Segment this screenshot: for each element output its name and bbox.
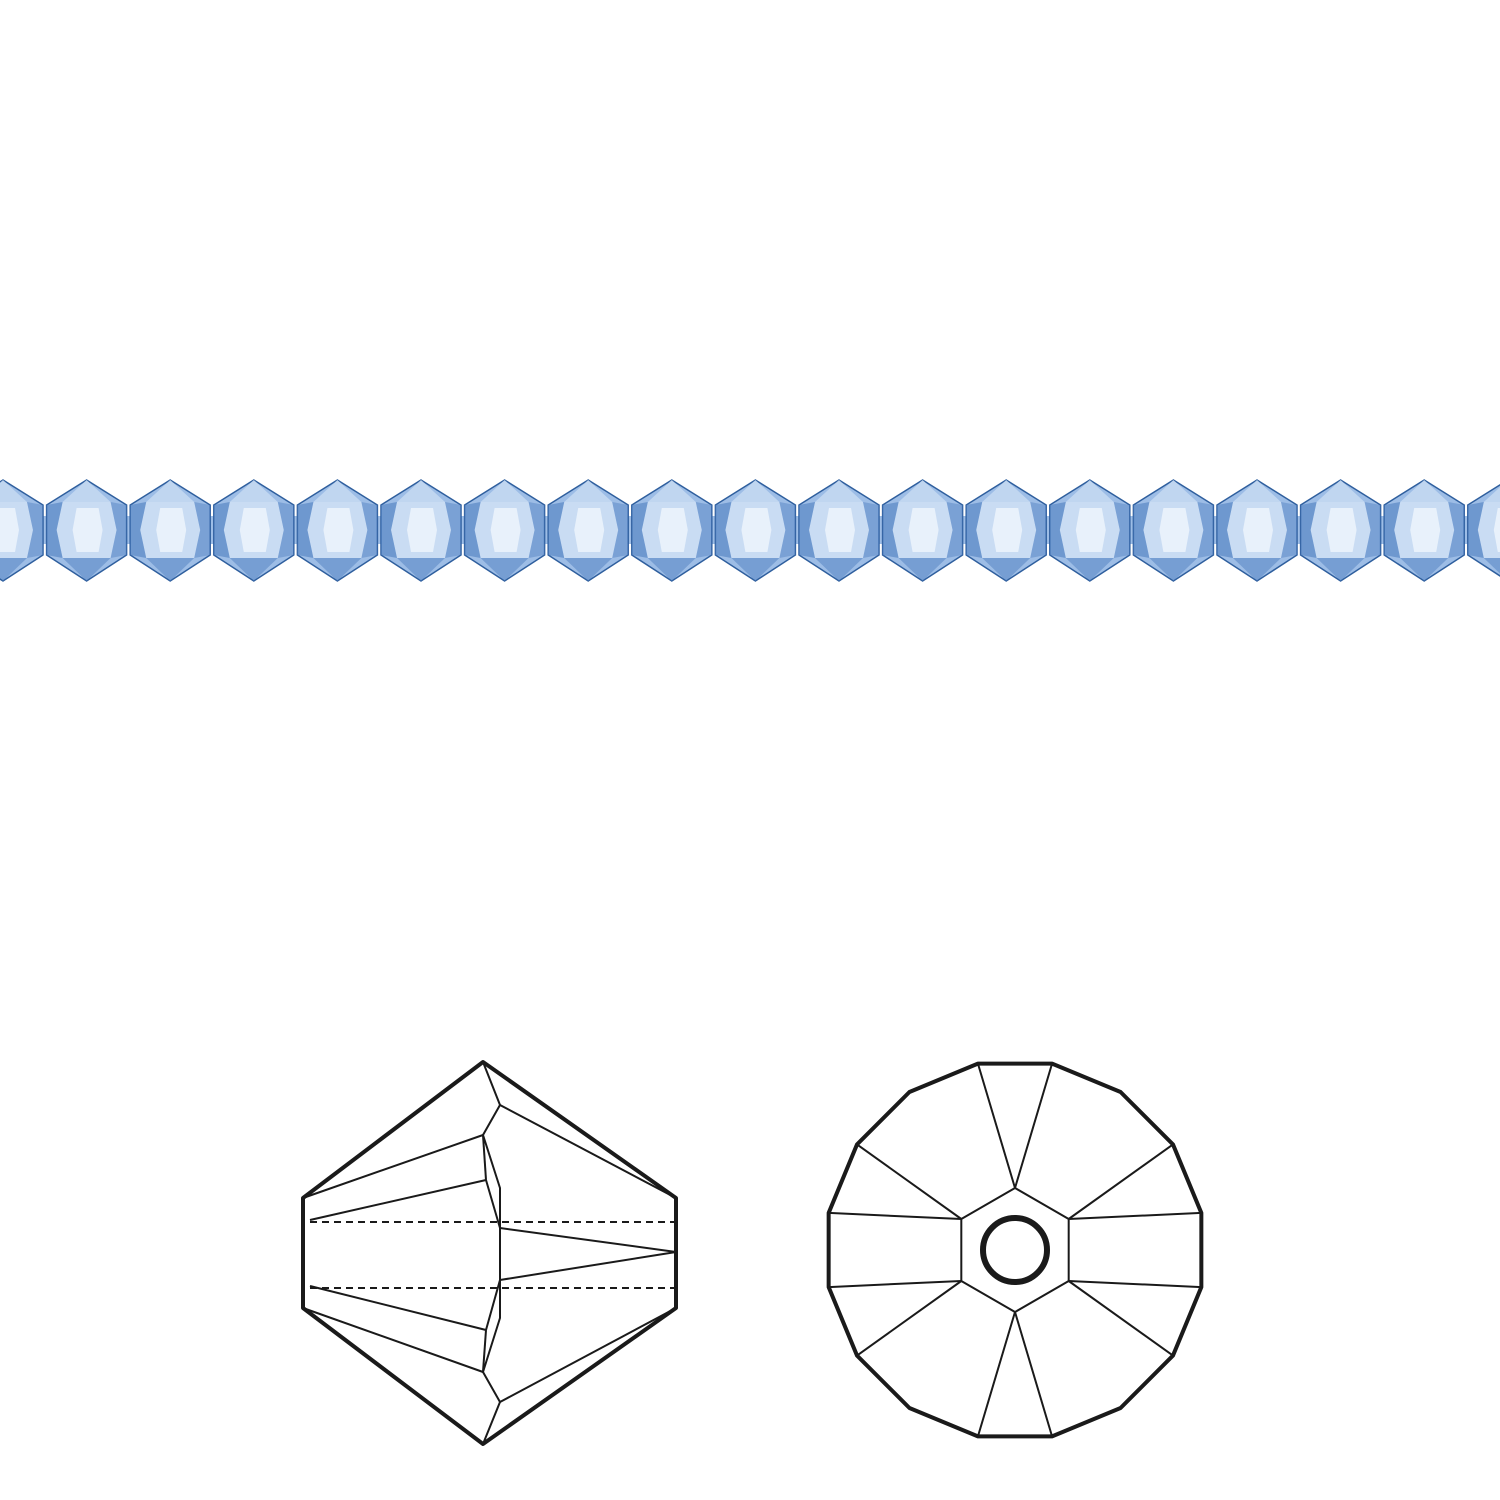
crystal-bead xyxy=(45,479,135,582)
crystal-bead xyxy=(380,479,469,582)
crystal-bead xyxy=(631,479,720,582)
crystal-bead xyxy=(213,479,302,582)
facet-line xyxy=(976,1063,1016,1189)
crystal-bead xyxy=(798,479,887,582)
facet-line xyxy=(828,1211,962,1220)
crystal-bead xyxy=(1467,483,1500,577)
crystal-bead xyxy=(1049,479,1138,582)
crystal-bead xyxy=(1299,479,1389,582)
facet-lines xyxy=(482,1061,501,1445)
crystal-bead xyxy=(1383,479,1473,582)
crystal-bead xyxy=(463,479,553,582)
facet-line xyxy=(1068,1280,1202,1289)
crystal-bead xyxy=(1132,479,1222,582)
facet-line xyxy=(1014,1063,1054,1189)
drill-hole xyxy=(980,1215,1050,1285)
crystal-bead xyxy=(965,479,1055,582)
facet-line xyxy=(1068,1280,1174,1357)
facet-line xyxy=(1014,1311,1054,1437)
top-view-outline xyxy=(826,1061,1204,1439)
bead-strand xyxy=(0,479,1500,582)
crystal-bead xyxy=(129,479,219,582)
bicone-outline xyxy=(301,1060,678,1446)
facet-line xyxy=(856,1143,962,1220)
facet-line xyxy=(1068,1143,1174,1220)
bicone-side-view-diagram xyxy=(301,1060,678,1446)
facet-line xyxy=(1068,1211,1202,1220)
crystal-bead xyxy=(1216,479,1305,582)
crystal-bead xyxy=(881,479,971,582)
bicone-top-view-diagram xyxy=(826,1061,1204,1439)
facet-line xyxy=(856,1280,962,1357)
facet-line xyxy=(828,1280,962,1289)
facet-line xyxy=(976,1311,1016,1437)
crystal-bead xyxy=(714,479,804,582)
crystal-bead xyxy=(0,479,51,582)
center-hexagon xyxy=(960,1187,1070,1313)
crystal-bead xyxy=(547,479,637,582)
crystal-bead xyxy=(296,479,386,582)
